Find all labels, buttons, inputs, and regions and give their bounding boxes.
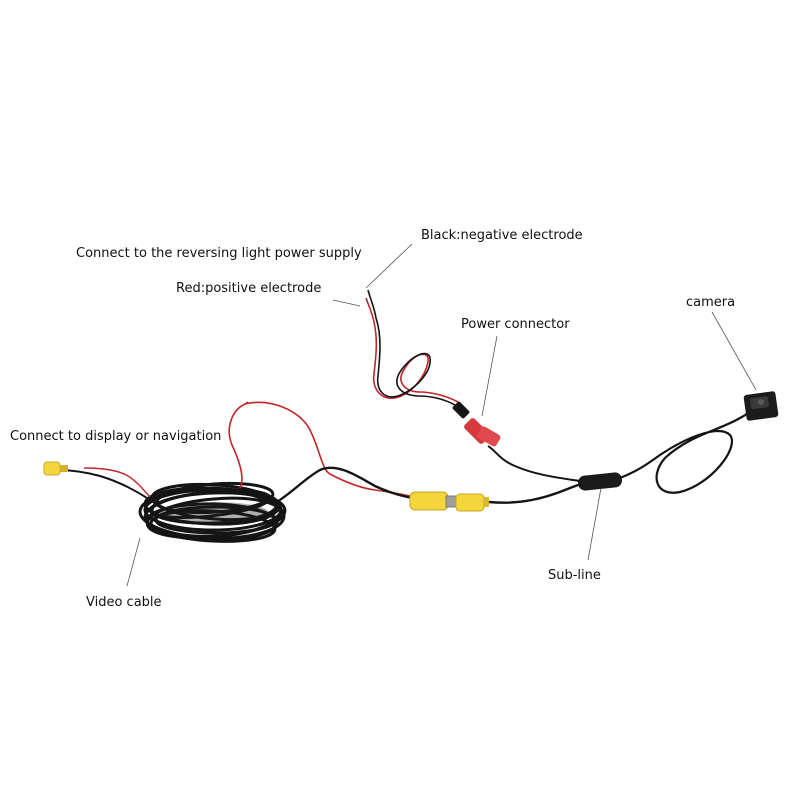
power-connector-plug [452,401,501,447]
power-branch-cable [487,445,581,482]
red-trigger-wire-lead [244,401,249,405]
leader-lines [126,243,757,587]
rca-to-junction-cable [488,481,587,504]
display-cable [57,469,151,501]
label-black-wire: Black:negative electrode [421,228,583,243]
label-sub-line: Sub-line [548,568,601,583]
label-power-connector: Power connector [461,317,570,332]
rca-connector-pair [409,491,489,512]
label-camera: camera [686,295,736,310]
display-rca-plug [43,461,68,476]
camera-body [743,391,779,421]
label-display: Connect to display or navigation [10,429,222,444]
coil-shadow [158,502,268,522]
display-red-wire [83,467,151,498]
label-reversing-light: Connect to the reversing light power sup… [76,246,362,261]
video-cable-run [271,466,415,507]
power-wires [365,289,459,406]
sub-line-junction [578,472,623,491]
label-red-wire: Red:positive electrode [176,281,322,296]
red-trigger-wire [228,401,411,497]
video-cable-coil [138,481,287,543]
label-video-cable: Video cable [86,595,162,610]
camera-cable [619,405,755,494]
